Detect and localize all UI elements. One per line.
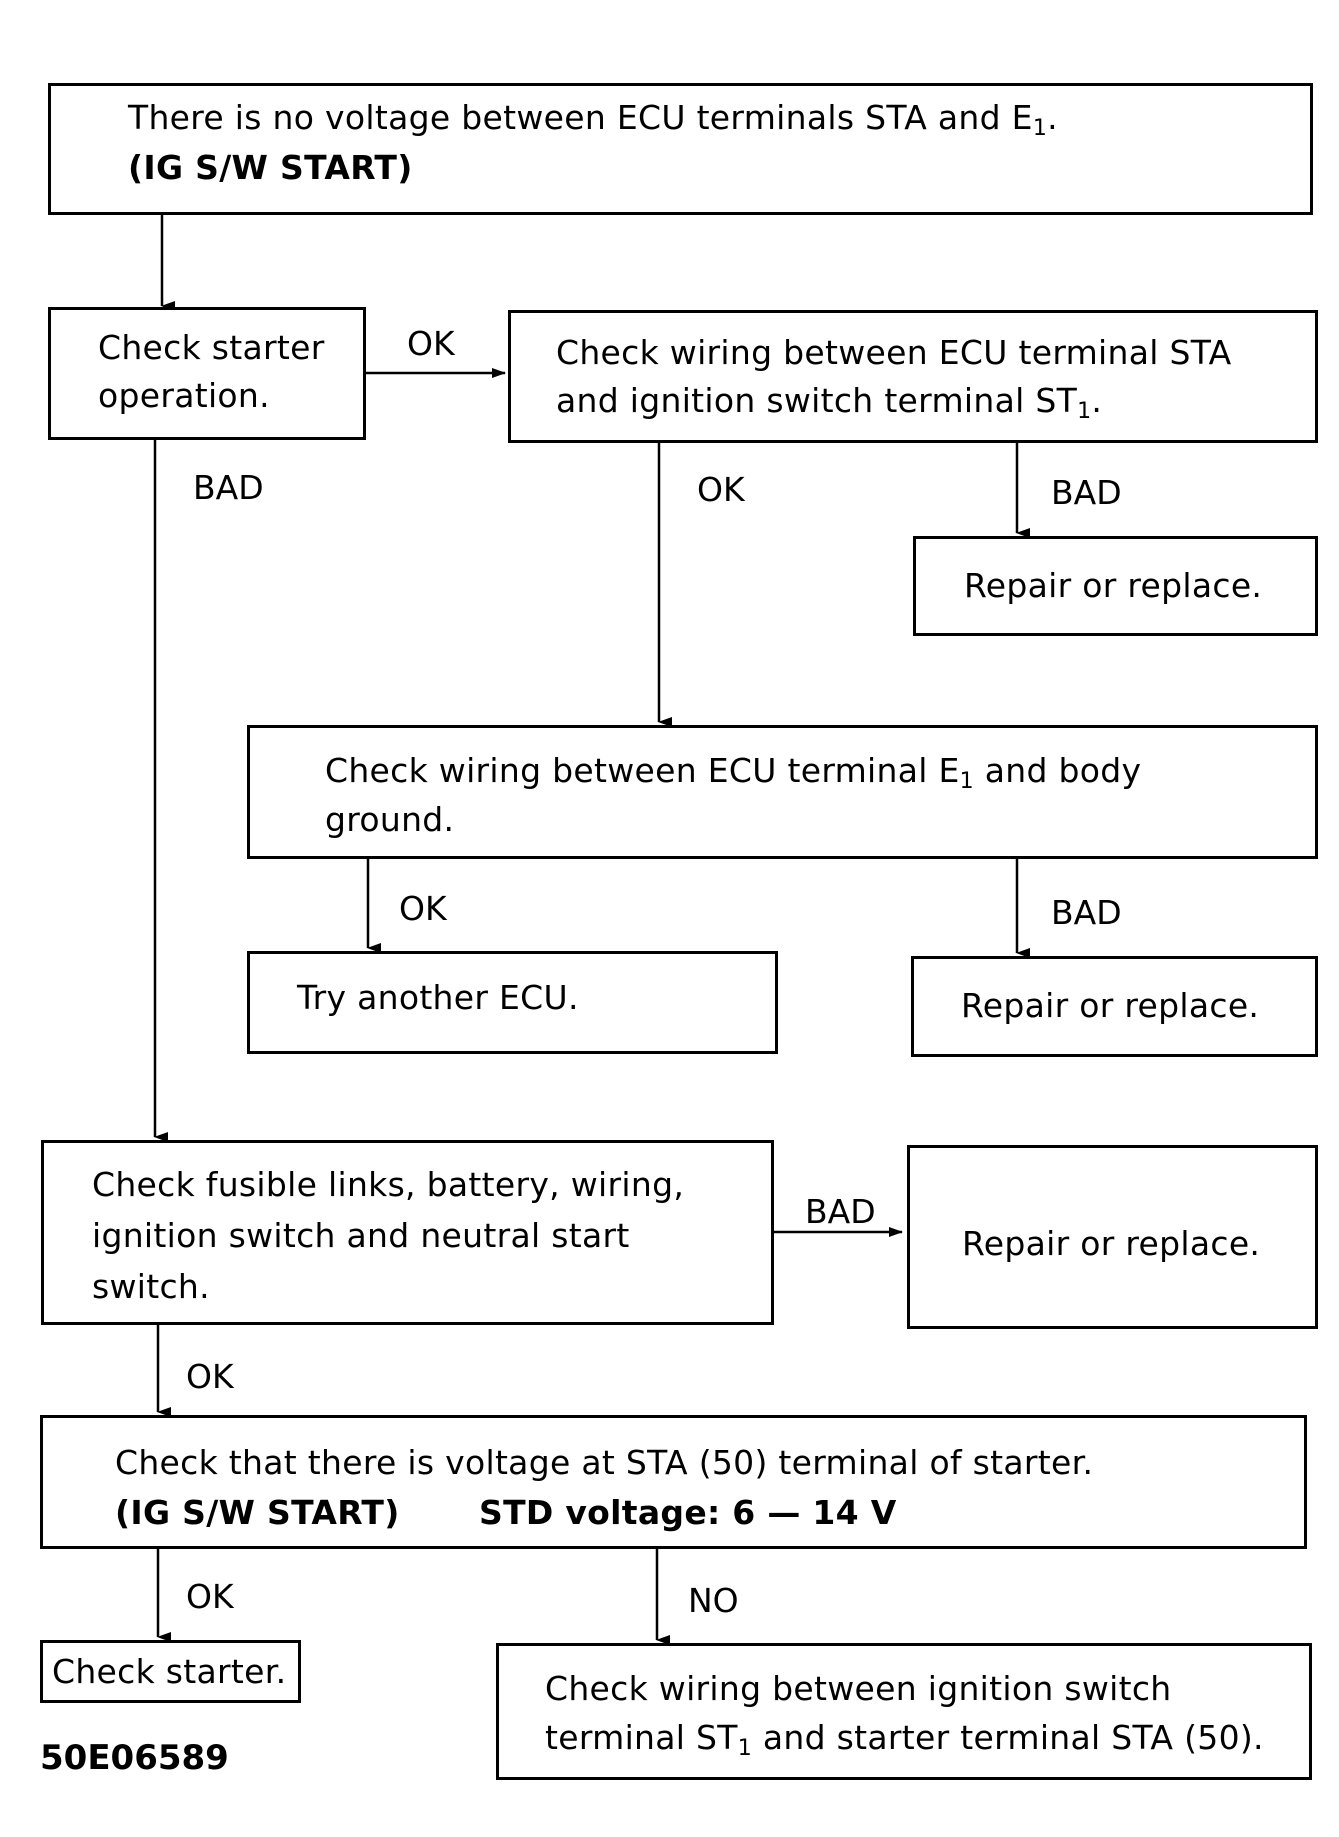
check-wiring-e1-box (247, 725, 1318, 859)
check-fusible-box (41, 1140, 774, 1325)
label-ok-voltage: OK (186, 1577, 234, 1616)
start-line2: (IG S/W START) (128, 148, 413, 187)
check-wiring-e1-line1-text: Check wiring between ECU terminal E (325, 751, 960, 790)
label-ok-wiring-sta: OK (697, 470, 745, 509)
label-ok-starter-op: OK (407, 324, 455, 363)
label-bad-wiring-e1: BAD (1051, 893, 1122, 932)
start-line1-text: There is no voltage between ECU terminal… (128, 98, 1033, 137)
label-no-voltage: NO (688, 1581, 739, 1620)
check-wiring-e1-line1: Check wiring between ECU terminal E1 and… (325, 748, 1141, 794)
check-wiring-st1-box (496, 1643, 1312, 1780)
check-starter-operation-line1: Check starter (98, 328, 325, 367)
label-bad-starter-op: BAD (193, 468, 264, 507)
check-voltage-box (40, 1415, 1307, 1549)
start-box (48, 83, 1313, 215)
check-wiring-sta-line2: and ignition switch terminal ST1. (556, 378, 1102, 424)
check-wiring-sta-line2-end: . (1091, 381, 1103, 420)
check-fusible-line3: switch. (92, 1267, 210, 1306)
repair-1-text: Repair or replace. (964, 566, 1263, 605)
label-bad-wiring-sta: BAD (1051, 473, 1122, 512)
start-line1: There is no voltage between ECU terminal… (128, 95, 1058, 141)
check-wiring-e1-line2: ground. (325, 800, 455, 839)
check-voltage-std-voltage: STD voltage: 6 — 14 V (479, 1493, 897, 1532)
check-starter-text: Check starter. (52, 1652, 287, 1691)
check-wiring-st1-line2: terminal ST1 and starter terminal STA (5… (545, 1715, 1264, 1761)
check-wiring-e1-line1-end: and body (973, 751, 1142, 790)
repair-2-text: Repair or replace. (961, 986, 1260, 1025)
repair-box-1 (913, 536, 1318, 636)
check-starter-operation-line2: operation. (98, 376, 270, 415)
check-starter-operation-box (48, 307, 366, 440)
check-wiring-sta-subscript: 1 (1077, 399, 1092, 424)
check-wiring-sta-box (508, 310, 1318, 443)
label-bad-fusible: BAD (805, 1192, 876, 1231)
check-wiring-st1-line2-end: and starter terminal STA (50). (752, 1718, 1264, 1757)
start-line1-end: . (1047, 98, 1058, 137)
check-voltage-line1: Check that there is voltage at STA (50) … (115, 1443, 1094, 1482)
check-wiring-st1-line1: Check wiring between ignition switch (545, 1669, 1172, 1708)
repair-box-3 (907, 1145, 1318, 1329)
check-wiring-st1-line2-text: terminal ST (545, 1718, 738, 1757)
start-line1-subscript: 1 (1032, 116, 1048, 141)
check-wiring-e1-subscript: 1 (959, 769, 974, 794)
check-wiring-sta-line2-text: and ignition switch terminal ST (556, 381, 1078, 420)
repair-box-2 (911, 956, 1318, 1057)
check-wiring-sta-line1: Check wiring between ECU terminal STA (556, 333, 1232, 372)
check-wiring-st1-subscript: 1 (737, 1736, 753, 1761)
check-fusible-line1: Check fusible links, battery, wiring, (92, 1165, 685, 1204)
try-another-ecu-text: Try another ECU. (297, 978, 579, 1017)
check-fusible-line2: ignition switch and neutral start (92, 1216, 630, 1255)
repair-3-text: Repair or replace. (962, 1224, 1261, 1263)
check-starter-box (40, 1640, 301, 1703)
check-voltage-line2-ig: (IG S/W START) (115, 1493, 400, 1532)
label-ok-wiring-e1: OK (399, 889, 447, 928)
try-another-ecu-box (247, 951, 778, 1054)
label-ok-fusible: OK (186, 1357, 234, 1396)
figure-code: 50E06589 (40, 1738, 229, 1778)
